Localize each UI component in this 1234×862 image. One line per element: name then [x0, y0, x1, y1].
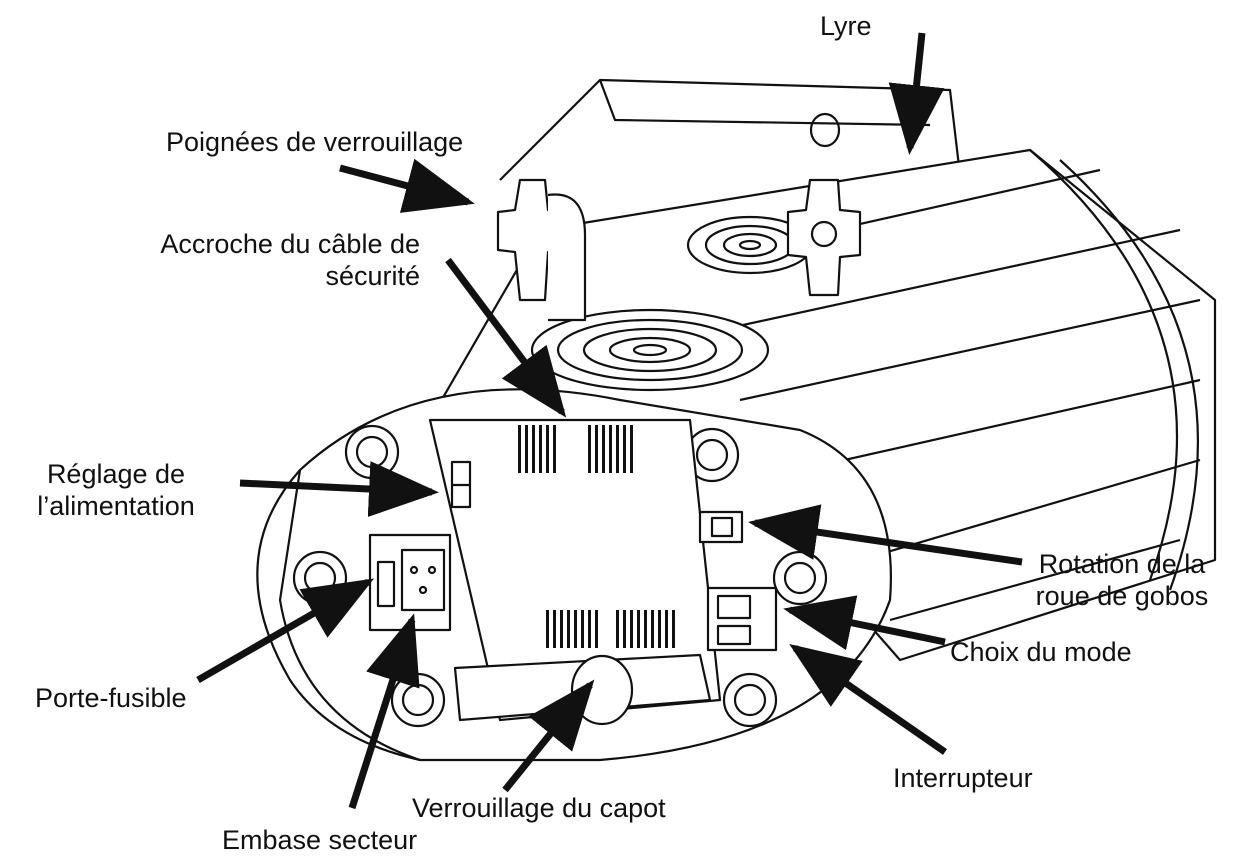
arrow-lyre [888, 32, 945, 155]
arrow-embase [348, 613, 420, 810]
label-safety-cable-anchor: Accroche du câble de sécurité [120, 228, 420, 292]
gobo-rotation-switch [698, 510, 744, 544]
arrow-poignees [339, 158, 475, 213]
cover-lock-knob [570, 654, 634, 726]
label-power-setting: Réglage de l’alimentation [0, 458, 232, 522]
label-power-setting-line1: Réglage de [46, 459, 186, 489]
label-safety-cable-anchor-line2: sécurité [325, 261, 420, 291]
callout-arrows [196, 32, 1023, 810]
label-mode-choice: Choix du mode [950, 637, 1132, 667]
label-switch: Interrupteur [893, 763, 1033, 793]
label-gobo-wheel-rotation-line1: Rotation de la [1038, 549, 1206, 579]
arrow-accroche [445, 257, 567, 418]
mount-hole-6 [722, 672, 778, 728]
arrow-porte [196, 578, 375, 684]
label-lyre: Lyre [820, 11, 872, 41]
arrow-verrouillage [502, 679, 595, 793]
arrow-rotation [748, 504, 1023, 566]
power-inlet [368, 533, 452, 632]
arrow-choix [783, 595, 946, 651]
label-power-setting-line2: l’alimentation [37, 491, 195, 521]
label-safety-cable-anchor-line1: Accroche du câble de [160, 229, 420, 259]
mode-switch [706, 586, 778, 652]
label-fuse-holder: Porte-fusible [35, 683, 187, 713]
label-cover-lock: Verrouillage du capot [412, 793, 666, 823]
label-gobo-wheel-rotation: Rotation de la roue de gobos [1010, 548, 1234, 612]
label-locking-handles: Poignées de verrouillage [166, 127, 464, 157]
locking-knob-right [786, 178, 862, 297]
label-gobo-wheel-rotation-line2: roue de gobos [1035, 581, 1209, 611]
fan-rear [686, 215, 814, 275]
arrow-interrupteur [789, 644, 947, 755]
fan-front [530, 308, 770, 392]
arrow-reglage [239, 461, 439, 518]
label-power-socket: Embase secteur [222, 825, 418, 855]
locking-knob-left [496, 178, 587, 322]
